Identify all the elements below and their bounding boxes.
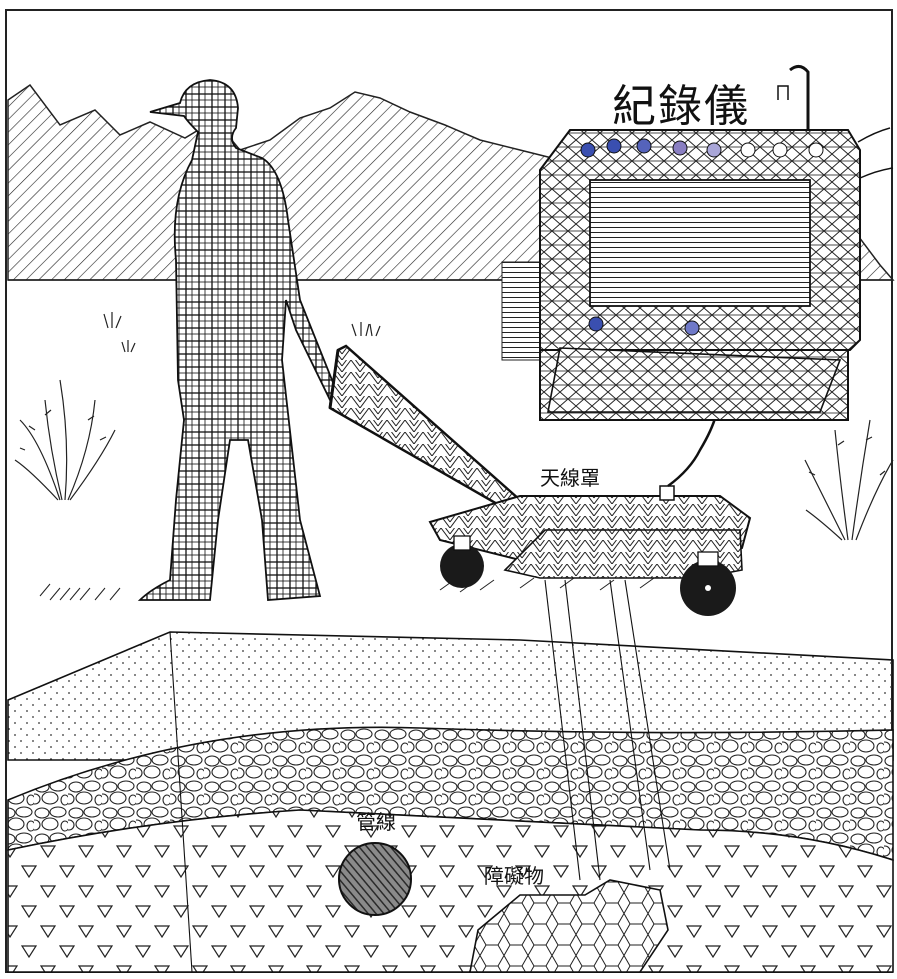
indicator-light (706, 142, 722, 158)
indicator-light (606, 138, 622, 154)
person-silhouette (137, 79, 338, 601)
status-light (588, 316, 604, 332)
antenna-cable (667, 414, 718, 488)
recorder-keyboard (547, 347, 842, 413)
status-light (684, 320, 700, 336)
antenna-cover-label: 天線罩 (540, 466, 600, 490)
recorder-label: 紀錄儀 (612, 81, 750, 132)
ground-shadow (39, 577, 655, 601)
indicator-light (772, 142, 788, 158)
grass-tufts (103, 312, 381, 353)
pipeline-label: 管線 (356, 810, 396, 834)
antenna-cart (428, 485, 752, 616)
rear-wheel (440, 544, 484, 588)
indicator-light (580, 142, 596, 158)
indicator-light (808, 142, 824, 158)
recorder-screen (589, 179, 811, 307)
pipe-cross-section (338, 842, 412, 916)
radar-signal-lines (169, 579, 671, 973)
bedrock-layer (7, 809, 894, 973)
indicator-light (740, 142, 756, 158)
obstacle-label: 障礙物 (484, 864, 544, 888)
indicator-light (636, 138, 652, 154)
shrub-left (14, 379, 116, 501)
recorder-unit (501, 65, 894, 421)
shrub-right (804, 419, 894, 541)
indicator-light (672, 140, 688, 156)
obstacle-rock (469, 879, 669, 973)
